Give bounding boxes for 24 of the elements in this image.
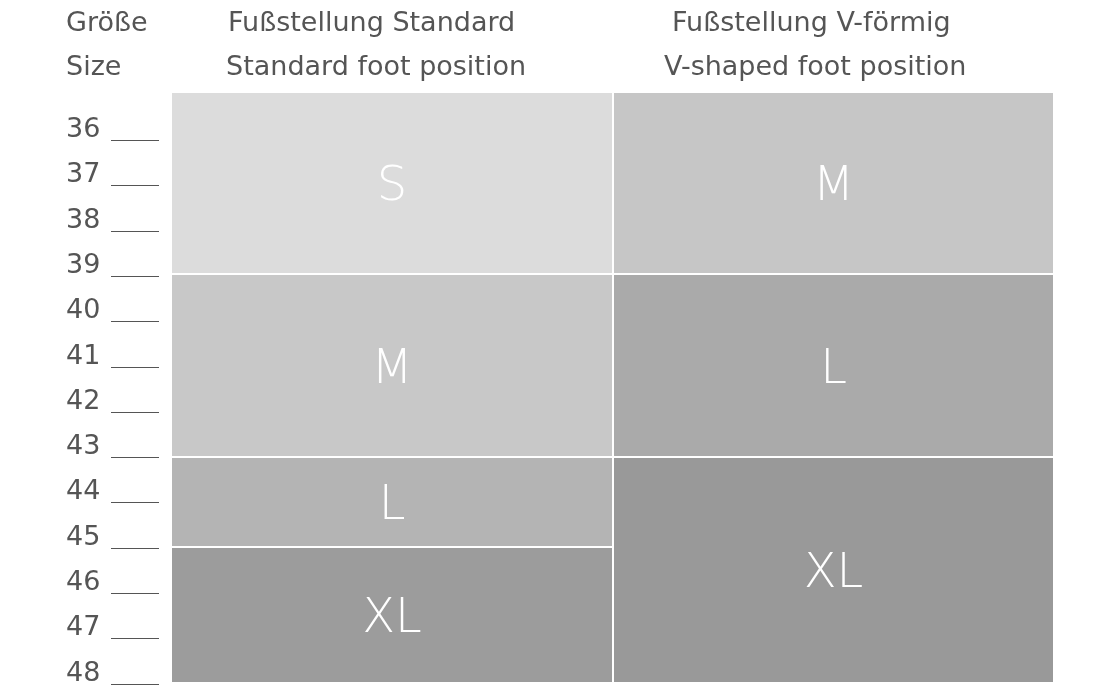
size-block: M [614,93,1053,273]
size-number: 42 [66,385,101,413]
size-block: L [172,458,612,546]
column-header: Größe [66,8,148,35]
column-header: Fußstellung Standard [228,8,516,35]
size-number: 41 [66,340,101,368]
size-block: XL [614,458,1053,682]
size-number: 36 [66,114,101,141]
size-number: 46 [66,567,101,594]
column-header: Fußstellung V-förmig [672,8,951,35]
size-number: 45 [66,521,101,549]
size-block: L [614,275,1053,456]
size-number: 43 [66,431,101,459]
size-number: 47 [66,612,101,640]
size-number: 37 [66,159,101,187]
size-number: 48 [66,657,101,685]
size-number: 39 [66,249,101,277]
column-header: Size [66,52,122,79]
size-block: XL [172,548,612,682]
size-number: 38 [66,204,101,232]
size-number: 44 [66,476,101,504]
column-header: V-shaped foot position [664,52,967,79]
column-header: Standard foot position [226,52,527,79]
size-number: 40 [66,295,101,323]
